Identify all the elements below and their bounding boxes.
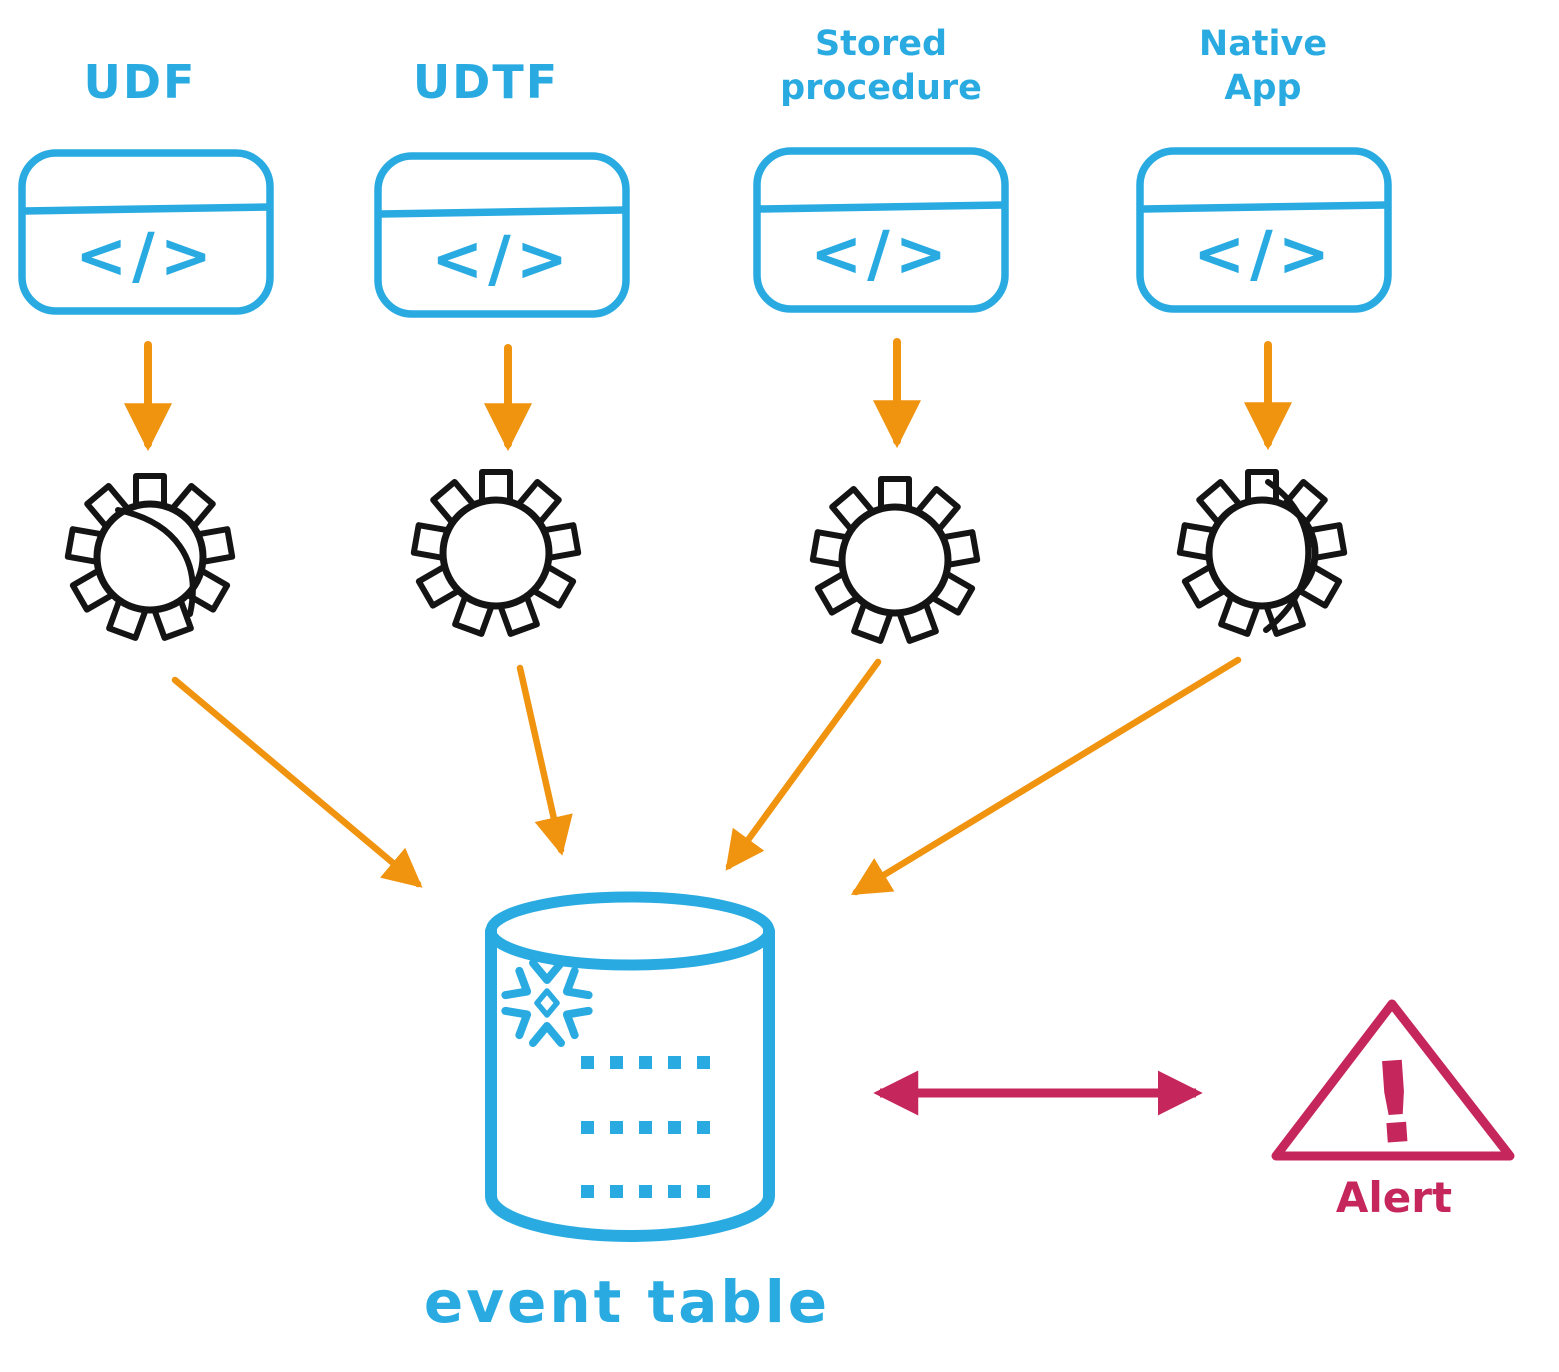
label-alert: Alert — [1335, 1173, 1453, 1222]
label-event-table: event table — [423, 1268, 831, 1336]
label-stored-procedure: Stored procedure — [780, 24, 982, 109]
label-udf: UDF — [83, 55, 197, 109]
gear-icon-native-app — [1180, 472, 1344, 634]
code-icon: </> — [75, 219, 217, 292]
gear-icon-stored-procedure — [813, 479, 977, 641]
code-window-native-app: </> — [1140, 151, 1388, 309]
arrow-gear3-to-event-table — [725, 658, 882, 871]
warning-triangle-icon: ! — [1271, 999, 1515, 1171]
database-cylinder-icon — [485, 891, 775, 1242]
code-icon: </> — [431, 222, 573, 295]
snowflake-icon — [505, 963, 588, 1043]
label-udtf: UDTF — [412, 55, 560, 109]
code-icon: </> — [810, 217, 952, 290]
label-native-app: Native App — [1198, 24, 1328, 109]
code-window-stored-procedure: </> — [757, 151, 1005, 309]
code-icon: </> — [1193, 217, 1335, 290]
code-window-udtf: </> — [378, 156, 626, 314]
code-window-udf: </> — [22, 153, 270, 311]
table-rows-dots — [581, 1056, 710, 1198]
arrow-gear2-to-event-table — [516, 664, 573, 856]
exclamation-icon: ! — [1365, 1037, 1425, 1170]
arrow-gear4-to-event-table — [850, 656, 1242, 896]
gear-icon-udtf — [414, 472, 578, 634]
gear-icon-udf — [68, 476, 232, 638]
arrow-gear1-to-event-table — [171, 676, 423, 888]
